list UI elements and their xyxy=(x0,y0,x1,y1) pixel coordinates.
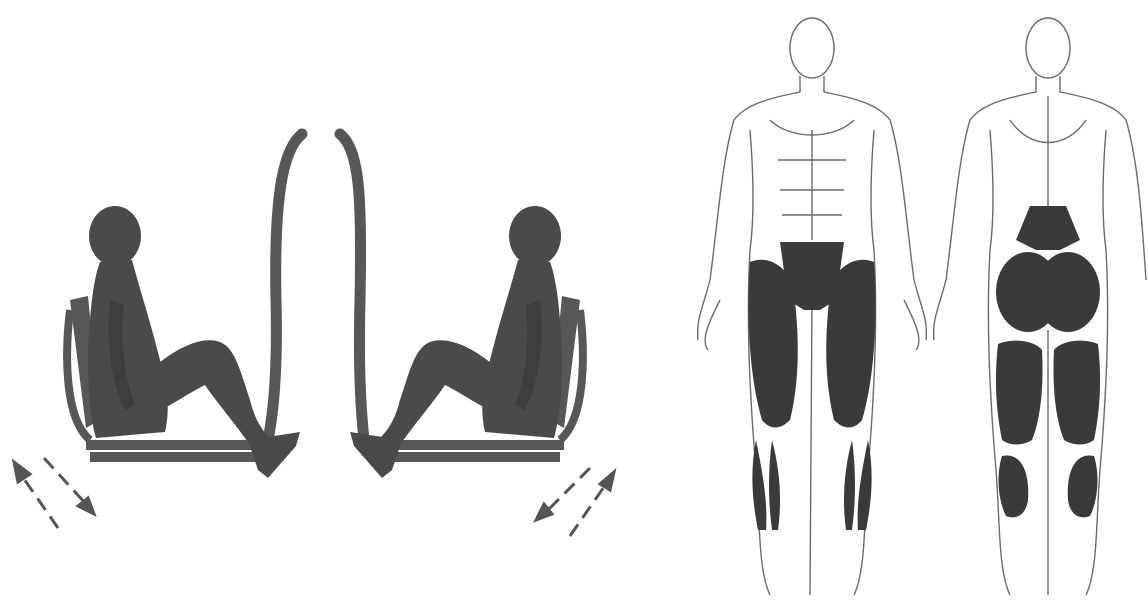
exercise-diagram xyxy=(0,0,650,601)
shin-left-muscle xyxy=(752,440,766,530)
calf-back-right-muscle xyxy=(1068,455,1098,517)
calf-right-muscle xyxy=(844,440,855,530)
calf-back-left-muscle xyxy=(999,455,1029,517)
exercise-svg xyxy=(0,0,650,601)
muscle-chart xyxy=(650,0,1148,601)
lower-back-muscle xyxy=(1016,206,1080,250)
person-seated-right-icon xyxy=(350,206,583,478)
person-seated-left-icon xyxy=(67,206,300,478)
quadriceps-right-muscle xyxy=(826,260,875,428)
bi-directional-arrows-right-icon xyxy=(536,468,614,536)
shin-right-muscle xyxy=(858,440,872,530)
hamstring-left-muscle xyxy=(996,341,1043,445)
quadriceps-left-muscle xyxy=(749,260,798,428)
curved-rails-icon xyxy=(268,134,364,440)
bi-directional-arrows-left-icon xyxy=(14,458,94,528)
glute-right-muscle xyxy=(1036,252,1100,332)
calf-left-muscle xyxy=(769,440,780,530)
muscle-svg xyxy=(650,0,1148,601)
hamstring-right-muscle xyxy=(1053,341,1100,445)
